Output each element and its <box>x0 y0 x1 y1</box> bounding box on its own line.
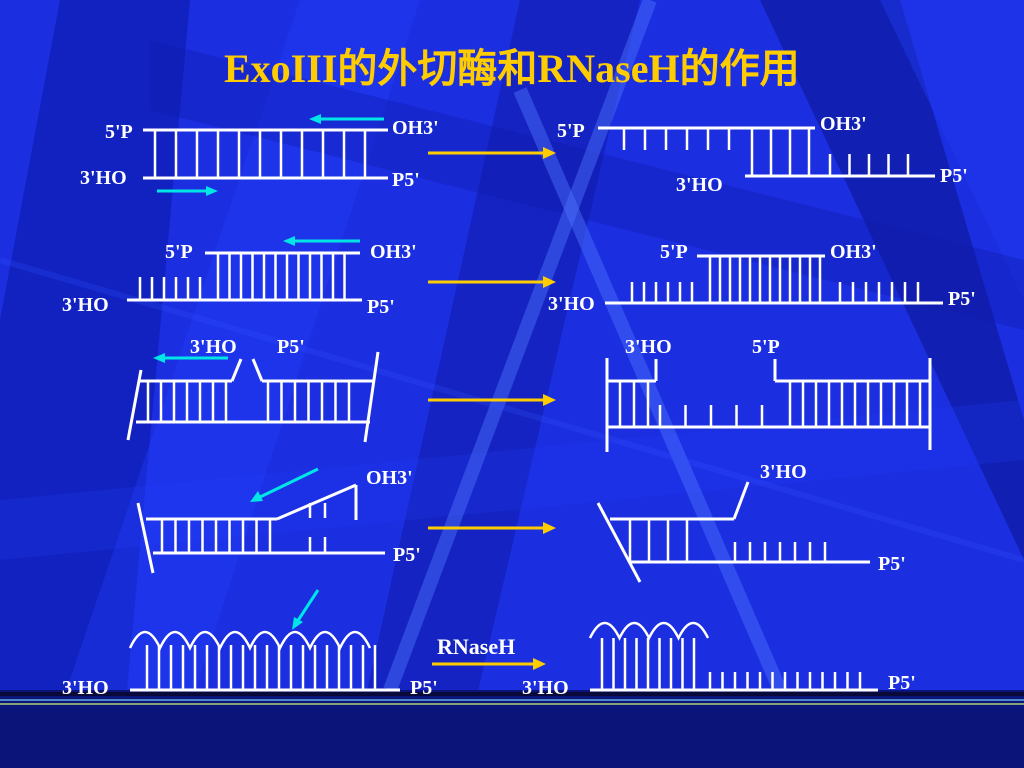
label-p5: P5' <box>940 165 968 187</box>
top-strand-end <box>732 481 750 520</box>
label-oh3: OH3' <box>370 241 417 263</box>
top-strand-flap <box>276 483 357 521</box>
label-p5: P5' <box>367 296 395 318</box>
row3-right-gapped-dna: 3'HO 5'P <box>605 336 932 452</box>
base-pair-ladder <box>160 503 327 553</box>
circle-edge-left <box>126 369 143 441</box>
exonuclease-arrowhead-bottom <box>206 186 218 196</box>
enzyme-label: RNaseH <box>437 634 515 659</box>
label-p5: P5' <box>948 288 976 310</box>
row2-left-duplex: 5'P OH3' 3'HO P5' <box>62 236 417 318</box>
label-5p: 5'P <box>660 241 688 263</box>
row5-left-rna-dna-hybrid: 3'HO P5' <box>62 589 438 699</box>
nick-end-left <box>230 358 243 382</box>
rna-strand-remaining <box>588 621 710 641</box>
label-5p: 5'P <box>105 121 133 143</box>
exonuclease-arrowhead-top <box>309 114 321 124</box>
label-3ho: 3'HO <box>548 293 595 315</box>
label-oh3: OH3' <box>830 241 877 263</box>
enzyme-arrowhead <box>292 617 303 630</box>
row1-right-duplex: 5'P OH3' 3'HO P5' <box>557 113 968 196</box>
label-nick-p5: P5' <box>277 336 305 358</box>
row2-right-duplex: 5'P OH3' 3'HO P5' <box>548 241 976 315</box>
base-pair-ladder <box>628 519 827 562</box>
label-3ho: 3'HO <box>760 461 807 483</box>
step-arrowhead-4 <box>543 522 556 534</box>
base-pair-ladder <box>600 638 862 690</box>
circle-edge-right <box>363 351 380 443</box>
label-5p: 5'P <box>557 120 585 142</box>
base-pair-ladder <box>138 253 346 300</box>
row4-left-duplex: OH3' P5' <box>136 467 421 574</box>
slide-title: ExoIII的外切酶和RNaseH的作用 <box>224 46 800 91</box>
row4-right-duplex: 3'HO P5' <box>596 461 906 583</box>
exonuclease-arrowhead <box>283 236 295 246</box>
base-pair-ladder <box>145 645 377 690</box>
label-nick-3ho: 3'HO <box>190 336 237 358</box>
label-5p: 5'P <box>165 241 193 263</box>
step-arrowhead-1 <box>543 147 556 159</box>
strand-end-left <box>596 502 642 583</box>
step-arrowhead-2 <box>543 276 556 288</box>
exonuclease-arrowhead <box>250 491 263 502</box>
label-gap-3ho: 3'HO <box>625 336 672 358</box>
base-pair-ladder <box>618 381 922 427</box>
enzyme-arrow <box>295 589 320 623</box>
label-3ho: 3'HO <box>62 677 109 699</box>
base-pair-ladder <box>153 130 367 178</box>
rna-strand <box>128 630 372 651</box>
label-3ho: 3'HO <box>62 294 109 316</box>
base-pair-ladder <box>630 256 920 303</box>
label-p5: P5' <box>392 169 420 191</box>
label-oh3: OH3' <box>392 117 439 139</box>
strand-end-left <box>136 502 155 574</box>
base-pair-ladder <box>622 128 910 176</box>
row3-left-nicked-dna: 3'HO P5' <box>126 336 380 443</box>
label-3ho: 3'HO <box>676 174 723 196</box>
step-arrowhead-5 <box>533 658 546 670</box>
row1-left-duplex: 5'P OH3' 3'HO P5' <box>80 114 439 196</box>
label-3ho: 3'HO <box>522 677 569 699</box>
label-p5: P5' <box>878 553 906 575</box>
label-p5: P5' <box>393 544 421 566</box>
label-oh3: OH3' <box>820 113 867 135</box>
base-pair-ladder <box>146 381 351 422</box>
exonuclease-arrow <box>257 467 319 500</box>
row5-right-digested: 3'HO P5' <box>522 621 916 699</box>
label-3ho: 3'HO <box>80 167 127 189</box>
label-p5: P5' <box>888 672 916 694</box>
nick-end-right <box>251 358 264 382</box>
label-p5: P5' <box>410 677 438 699</box>
step-arrowhead-3 <box>543 394 556 406</box>
label-oh3: OH3' <box>366 467 413 489</box>
label-gap-5p: 5'P <box>752 336 780 358</box>
exonuclease-arrowhead <box>153 353 165 363</box>
